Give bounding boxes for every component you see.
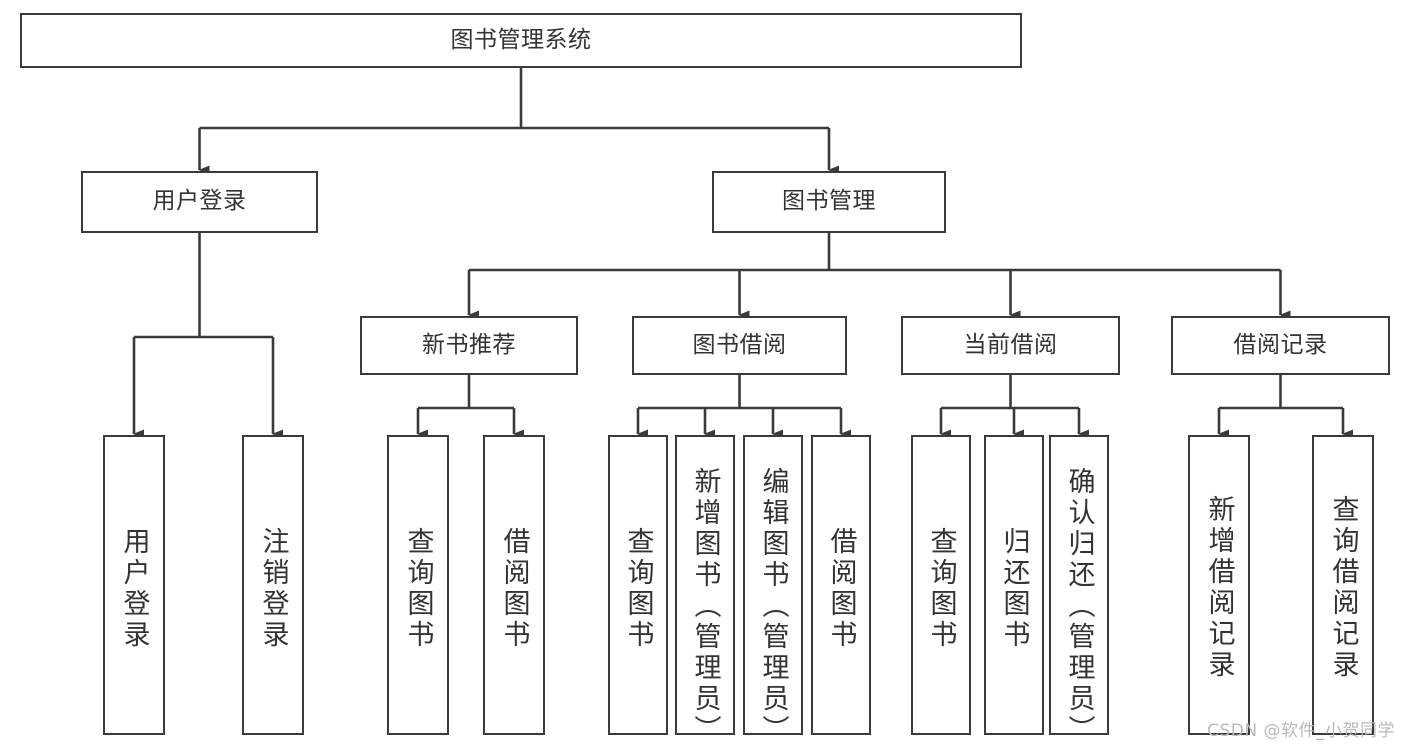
- node-leaf-return-book[interactable]: 归还图书: [984, 435, 1044, 735]
- node-label-leaf-add-book: 新增图书（管理员）: [689, 467, 721, 735]
- node-label-current: 当前借阅: [963, 331, 1058, 358]
- node-label-leaf-query-book-2: 查询图书: [622, 527, 654, 651]
- node-label-leaf-borrow-book-2: 借阅图书: [825, 527, 857, 651]
- node-label-borrow: 图书借阅: [692, 331, 787, 358]
- node-label-records: 借阅记录: [1233, 331, 1328, 358]
- node-label-leaf-borrow-book-1: 借阅图书: [498, 527, 530, 651]
- node-leaf-query-book-1[interactable]: 查询图书: [387, 435, 449, 735]
- node-login[interactable]: 用户登录: [81, 171, 318, 233]
- node-leaf-confirm-return[interactable]: 确认归还（管理员）: [1049, 435, 1109, 735]
- node-label-leaf-query-book-1: 查询图书: [402, 527, 434, 651]
- node-records[interactable]: 借阅记录: [1171, 316, 1390, 375]
- node-root[interactable]: 图书管理系统: [20, 13, 1022, 68]
- node-leaf-borrow-book-2[interactable]: 借阅图书: [811, 435, 871, 735]
- node-label-leaf-return-book: 归还图书: [998, 527, 1030, 651]
- node-label-leaf-confirm-return: 确认归还（管理员）: [1063, 467, 1095, 735]
- node-leaf-user-logout[interactable]: 注销登录: [242, 435, 304, 735]
- node-leaf-query-record[interactable]: 查询借阅记录: [1312, 435, 1374, 735]
- node-label-newbook: 新书推荐: [422, 331, 516, 358]
- node-label-leaf-add-record: 新增借阅记录: [1203, 495, 1235, 681]
- node-newbook[interactable]: 新书推荐: [360, 316, 578, 375]
- node-leaf-edit-book[interactable]: 编辑图书（管理员）: [743, 435, 803, 735]
- node-bookmgmt[interactable]: 图书管理: [712, 171, 946, 233]
- node-label-root: 图书管理系统: [450, 26, 592, 53]
- node-leaf-user-login[interactable]: 用户登录: [103, 435, 165, 735]
- node-current[interactable]: 当前借阅: [901, 316, 1120, 375]
- node-leaf-query-book-3[interactable]: 查询图书: [911, 435, 971, 735]
- node-label-login: 用户登录: [152, 188, 247, 215]
- node-leaf-add-book[interactable]: 新增图书（管理员）: [675, 435, 735, 735]
- watermark-text: CSDN @软件_小贺同学: [1207, 721, 1395, 741]
- node-label-bookmgmt: 图书管理: [782, 188, 876, 215]
- node-label-leaf-user-logout: 注销登录: [257, 527, 289, 651]
- node-leaf-borrow-book-1[interactable]: 借阅图书: [483, 435, 545, 735]
- node-label-leaf-query-record: 查询借阅记录: [1327, 495, 1359, 681]
- node-label-leaf-user-login: 用户登录: [118, 527, 150, 651]
- node-leaf-add-record[interactable]: 新增借阅记录: [1188, 435, 1250, 735]
- node-label-leaf-query-book-3: 查询图书: [925, 527, 957, 651]
- node-leaf-query-book-2[interactable]: 查询图书: [608, 435, 668, 735]
- node-label-leaf-edit-book: 编辑图书（管理员）: [757, 467, 789, 735]
- node-borrow[interactable]: 图书借阅: [632, 316, 847, 375]
